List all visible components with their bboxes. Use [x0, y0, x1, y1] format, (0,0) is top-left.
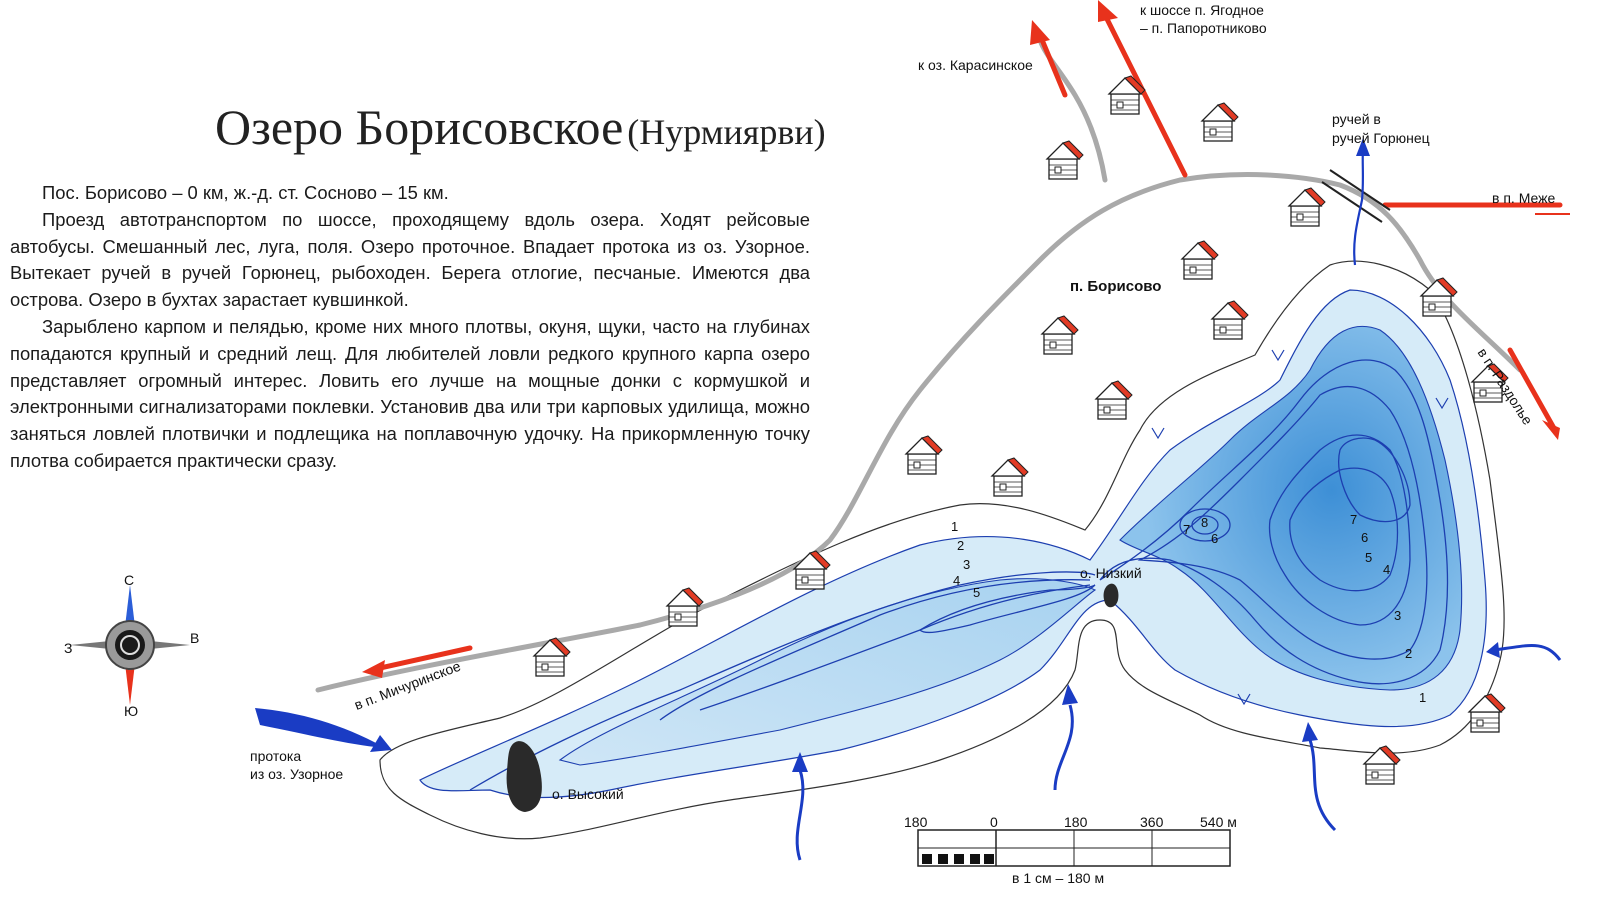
compass-east-label: В — [190, 630, 200, 646]
island-nizkiy — [1103, 583, 1119, 608]
depth-label: 3 — [1394, 608, 1402, 623]
depth-label: 7 — [1350, 512, 1358, 527]
depth-label: 6 — [1361, 530, 1369, 545]
depth-label: 6 — [1211, 531, 1219, 546]
compass-west-label: З — [64, 640, 73, 656]
scale-bar — [917, 829, 1231, 867]
house-icon — [1420, 277, 1458, 317]
depth-contours — [469, 359, 1449, 791]
label-borisovo: п. Борисово — [1070, 278, 1162, 295]
house-icon — [1288, 187, 1326, 227]
inflow-streams — [795, 644, 1562, 861]
scale-tick-label: 360 — [1140, 814, 1164, 830]
depth-label: 3 — [963, 557, 971, 572]
depth-label: 1 — [1419, 690, 1427, 705]
house-icon — [1181, 240, 1219, 280]
depth-label: 2 — [957, 538, 965, 553]
label-island-nizkiy: о. Низкий — [1080, 565, 1142, 581]
depth-label: 8 — [1201, 515, 1209, 530]
route-arrows — [377, 12, 1563, 671]
inflow-uzornoe-arrow — [255, 708, 392, 752]
depth-label: 2 — [1405, 646, 1413, 661]
description-paragraph: Проезд автотранспортом по шоссе, проходя… — [10, 208, 810, 311]
house-icon — [1211, 300, 1249, 340]
house-icon — [1046, 140, 1084, 180]
page-title: Озеро Борисовское (Нурмиярви) — [215, 98, 826, 156]
description-paragraph: Пос. Борисово – 0 км, ж.-д. ст. Сосново … — [42, 182, 449, 203]
house-icon — [991, 457, 1029, 497]
label-inflow-line1: протока — [250, 748, 302, 764]
scale-tick-label: 180 — [904, 814, 928, 830]
house-icon — [1201, 102, 1239, 142]
house-icon — [666, 587, 704, 627]
compass-north-label: С — [124, 572, 135, 588]
scale-tick-label: 180 — [1064, 814, 1088, 830]
title-main: Озеро Борисовское — [215, 99, 624, 155]
water-mid-west — [558, 578, 1097, 766]
bridge — [1321, 169, 1391, 223]
scale-tick-label: 540 м — [1200, 814, 1237, 830]
house-icon — [1095, 380, 1133, 420]
house-icon — [1041, 315, 1079, 355]
description-paragraph: Зарыблено карпом и пелядью, кроме них мн… — [10, 315, 810, 471]
island-vysokiy — [506, 741, 542, 812]
inflow-arrowheads — [792, 642, 1500, 772]
depth-label: 5 — [973, 585, 981, 600]
label-mezhe: в п. Меже — [1492, 190, 1556, 206]
title-sub: (Нурмиярви) — [627, 112, 826, 152]
water-mid-north — [1119, 325, 1463, 691]
lake-description: Пос. Борисово – 0 км, ж.-д. ст. Сосново … — [10, 180, 810, 475]
label-island-vysokiy: о. Высокий — [552, 786, 624, 802]
depth-label: 7 — [1183, 522, 1191, 537]
label-yagodnoe-line2: – п. Папоротниково — [1140, 20, 1267, 36]
compass-rose-icon — [70, 585, 190, 705]
depth-label: 5 — [1365, 550, 1373, 565]
label-stream-line2: ручей Горюнец — [1332, 130, 1430, 146]
depth-label: 4 — [953, 573, 961, 588]
route-arrowheads — [362, 0, 1560, 678]
compass-south-label: Ю — [124, 703, 139, 719]
water-shallow — [419, 289, 1487, 799]
depth-label: 4 — [1383, 562, 1391, 577]
outflow-stream — [1353, 149, 1365, 266]
label-stream-line1: ручей в — [1332, 111, 1381, 127]
flow-marks — [1151, 349, 1449, 706]
scale-tick-label: 0 — [990, 814, 998, 830]
label-yagodnoe-line1: к шоссе п. Ягодное — [1140, 2, 1264, 18]
label-karasinskoe: к оз. Карасинское — [918, 57, 1033, 73]
house-icon — [905, 435, 943, 475]
label-inflow-line2: из оз. Узорное — [250, 766, 344, 782]
outflow-arrowhead — [1356, 138, 1370, 156]
scale-caption: в 1 см – 180 м — [1012, 870, 1105, 886]
depth-label: 1 — [951, 519, 959, 534]
